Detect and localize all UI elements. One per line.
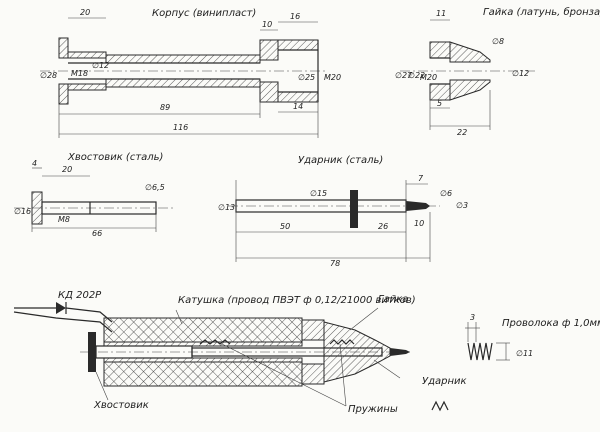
dim-housing-116: 116 [173, 123, 188, 132]
dim-tail-4: 4 [32, 159, 37, 168]
spring-small-icon [431, 400, 449, 412]
tail-rod [41, 201, 157, 215]
assembly-tip [390, 348, 410, 356]
tail-part [14, 167, 175, 232]
dim-striker-26: 26 [378, 222, 388, 231]
dim-nut-5: 5 [437, 99, 442, 108]
dim-striker-d6: ∅6 [440, 189, 452, 198]
dim-striker-7: 7 [418, 174, 424, 183]
dim-housing-20: 20 [80, 8, 90, 17]
coil-winding-bottom [103, 361, 303, 387]
housing-thread-bottom [67, 83, 107, 91]
tail-head [31, 191, 43, 225]
dim-nut-22: 22 [457, 128, 467, 137]
assembly-spring-right [329, 339, 355, 345]
housing-part [40, 17, 325, 138]
assembly-tail-head [88, 332, 96, 372]
housing-head-top [259, 39, 279, 61]
assembly-head-bottom [301, 363, 325, 385]
housing-tube-top [105, 54, 261, 64]
dim-spring-d11: ∅11 [516, 349, 533, 358]
assembly-tube-top [103, 341, 303, 347]
dim-nut-11: 11 [436, 9, 446, 18]
striker-tip [406, 201, 430, 211]
dim-housing-d12: ∅12 [92, 61, 109, 70]
dim-housing-89: 89 [160, 103, 170, 112]
nut-assembly-label: Гайка [378, 294, 408, 305]
dim-tail-20: 20 [62, 165, 72, 174]
dim-striker-10: 10 [414, 219, 424, 228]
nut-body-top [429, 41, 451, 59]
assembly-drawing [13, 302, 410, 407]
diode-symbol [56, 302, 66, 314]
dim-housing-10: 10 [262, 20, 272, 29]
housing-title: Корпус (винипласт) [152, 8, 256, 19]
dim-housing-16: 16 [290, 12, 300, 21]
springs-label: Пружины [348, 404, 398, 415]
dim-tail-66: 66 [92, 229, 102, 238]
dim-striker-d3: ∅3 [456, 201, 468, 210]
striker-assembly-label: Ударник [422, 376, 467, 387]
dim-tail-d65: ∅6,5 [145, 183, 165, 192]
dim-nut-d22: ∅22 [408, 71, 425, 80]
nut-body-bottom [429, 83, 451, 101]
spring-coil [467, 342, 493, 361]
dim-housing-d25: ∅25 [298, 73, 315, 82]
nut-cone-top [449, 41, 491, 63]
dim-nut-d8: ∅8 [492, 37, 504, 46]
dim-housing-m20: M20 [324, 73, 341, 82]
assembly-head-top [301, 319, 325, 341]
dim-nut-d27: ∅27 [395, 71, 413, 80]
dim-tail-m8: M8 [58, 215, 70, 224]
nut-title: Гайка (латунь, бронза) [483, 6, 600, 18]
dim-nut-d12: ∅12 [512, 69, 529, 78]
dim-housing-14: 14 [293, 102, 303, 111]
housing-flange-top [58, 37, 69, 59]
diode-label: КД 202Р [58, 290, 102, 301]
dim-striker-50: 50 [280, 222, 290, 231]
nut-cone-bottom [449, 79, 491, 101]
wire-title: Проволока ф 1,0мм [502, 318, 600, 329]
housing-socket-top [277, 39, 319, 51]
assembly-nut [323, 321, 391, 383]
housing-head-bottom [259, 81, 279, 103]
housing-thread-top [67, 51, 107, 59]
dim-tail-d16: ∅16 [14, 207, 31, 216]
dim-striker-d15: ∅15 [310, 189, 327, 198]
striker-part [228, 180, 440, 262]
assembly-spring-left [199, 339, 231, 345]
tail-assembly-label: Хвостовик [93, 400, 149, 411]
dim-striker-d13: ∅13 [218, 203, 235, 212]
dim-spring-3: 3 [470, 313, 475, 322]
striker-collar [350, 190, 358, 228]
housing-socket-bottom [277, 91, 319, 103]
dim-nut-m20: M20 [420, 73, 437, 82]
striker-title: Ударник (сталь) [298, 155, 383, 166]
coil-winding-top [103, 317, 303, 343]
tail-title: Хвостовик (сталь) [67, 152, 163, 163]
spring-detail [431, 322, 510, 412]
dim-striker-78: 78 [330, 259, 340, 268]
housing-flange-bottom [58, 83, 69, 105]
nut-part [400, 19, 535, 130]
housing-tube-bottom [105, 78, 261, 88]
assembly-tube-bottom [103, 357, 303, 363]
dim-housing-m18: M18 [71, 69, 88, 78]
dim-housing-d28: ∅28 [40, 71, 57, 80]
coil-label: Катушка (провод ПВЭТ ф 0,12/21000 витков… [178, 295, 416, 306]
